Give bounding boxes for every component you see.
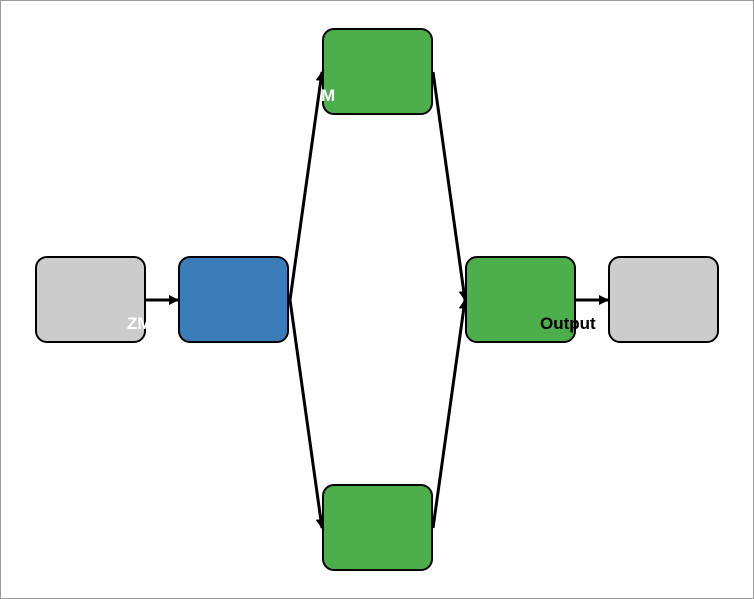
merge-node [465,256,576,343]
output-node [608,256,719,343]
edge-branch-bottom-to-merge [431,299,469,529]
edge-encoder-to-branch-top [288,71,326,301]
branch-top-node [322,28,433,115]
edge-branch-top-to-merge [431,71,469,301]
branch-bottom-node [322,484,433,571]
input-node-label: ZM [127,314,152,333]
encoder-node [178,256,289,343]
input-node [35,256,146,343]
edge-encoder-to-branch-bottom [288,299,326,529]
merge-node-label: Output [540,314,596,333]
branch-top-node-label: M [321,86,336,105]
